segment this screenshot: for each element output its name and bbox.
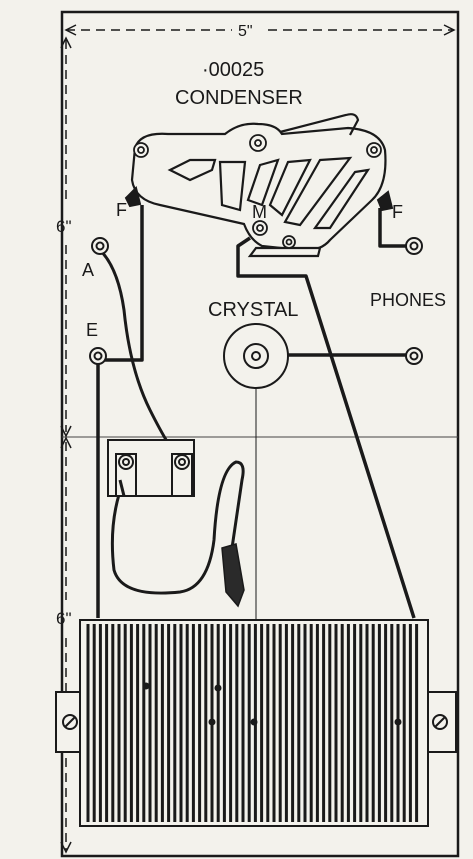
width-dimension <box>64 24 456 36</box>
crystal-detector <box>223 323 289 389</box>
terminals <box>89 237 423 365</box>
wiring <box>96 205 416 620</box>
baseboard-outline <box>60 10 460 858</box>
aerial-label: A <box>82 260 94 280</box>
fixed-plate-tags <box>124 186 394 212</box>
flexible-aerial-lead <box>98 248 184 464</box>
flexible-clip-lead <box>110 460 245 595</box>
earth-label: E <box>86 320 98 340</box>
clip-block <box>107 439 195 497</box>
condenser-screws <box>133 134 382 249</box>
lower-height-label: 6" <box>56 609 72 628</box>
wire-moving-to-coil <box>236 236 416 619</box>
phones-label: PHONES <box>370 290 446 310</box>
wire-fixed-to-earth <box>98 205 144 362</box>
coil-windings <box>86 624 419 822</box>
crystal-label: CRYSTAL <box>208 299 298 321</box>
wire-fixed-to-phones-top <box>378 208 414 248</box>
phones-terminal-top <box>405 237 423 255</box>
aerial-terminal <box>91 237 109 255</box>
moving-label: M <box>252 202 267 222</box>
condenser-name: CONDENSER <box>175 87 303 109</box>
fixed-label-left: F <box>116 200 127 220</box>
earth-terminal <box>89 347 107 365</box>
condenser-value: ·00025 <box>202 59 264 81</box>
variable-condenser <box>130 113 387 258</box>
width-label: 5" <box>238 23 253 40</box>
upper-height-label: 6" <box>56 217 72 236</box>
crocodile-clip <box>221 543 245 608</box>
phones-terminal-bottom <box>405 347 423 365</box>
fixed-label-right: F <box>392 202 403 222</box>
coil-tapping-dots <box>142 682 402 726</box>
